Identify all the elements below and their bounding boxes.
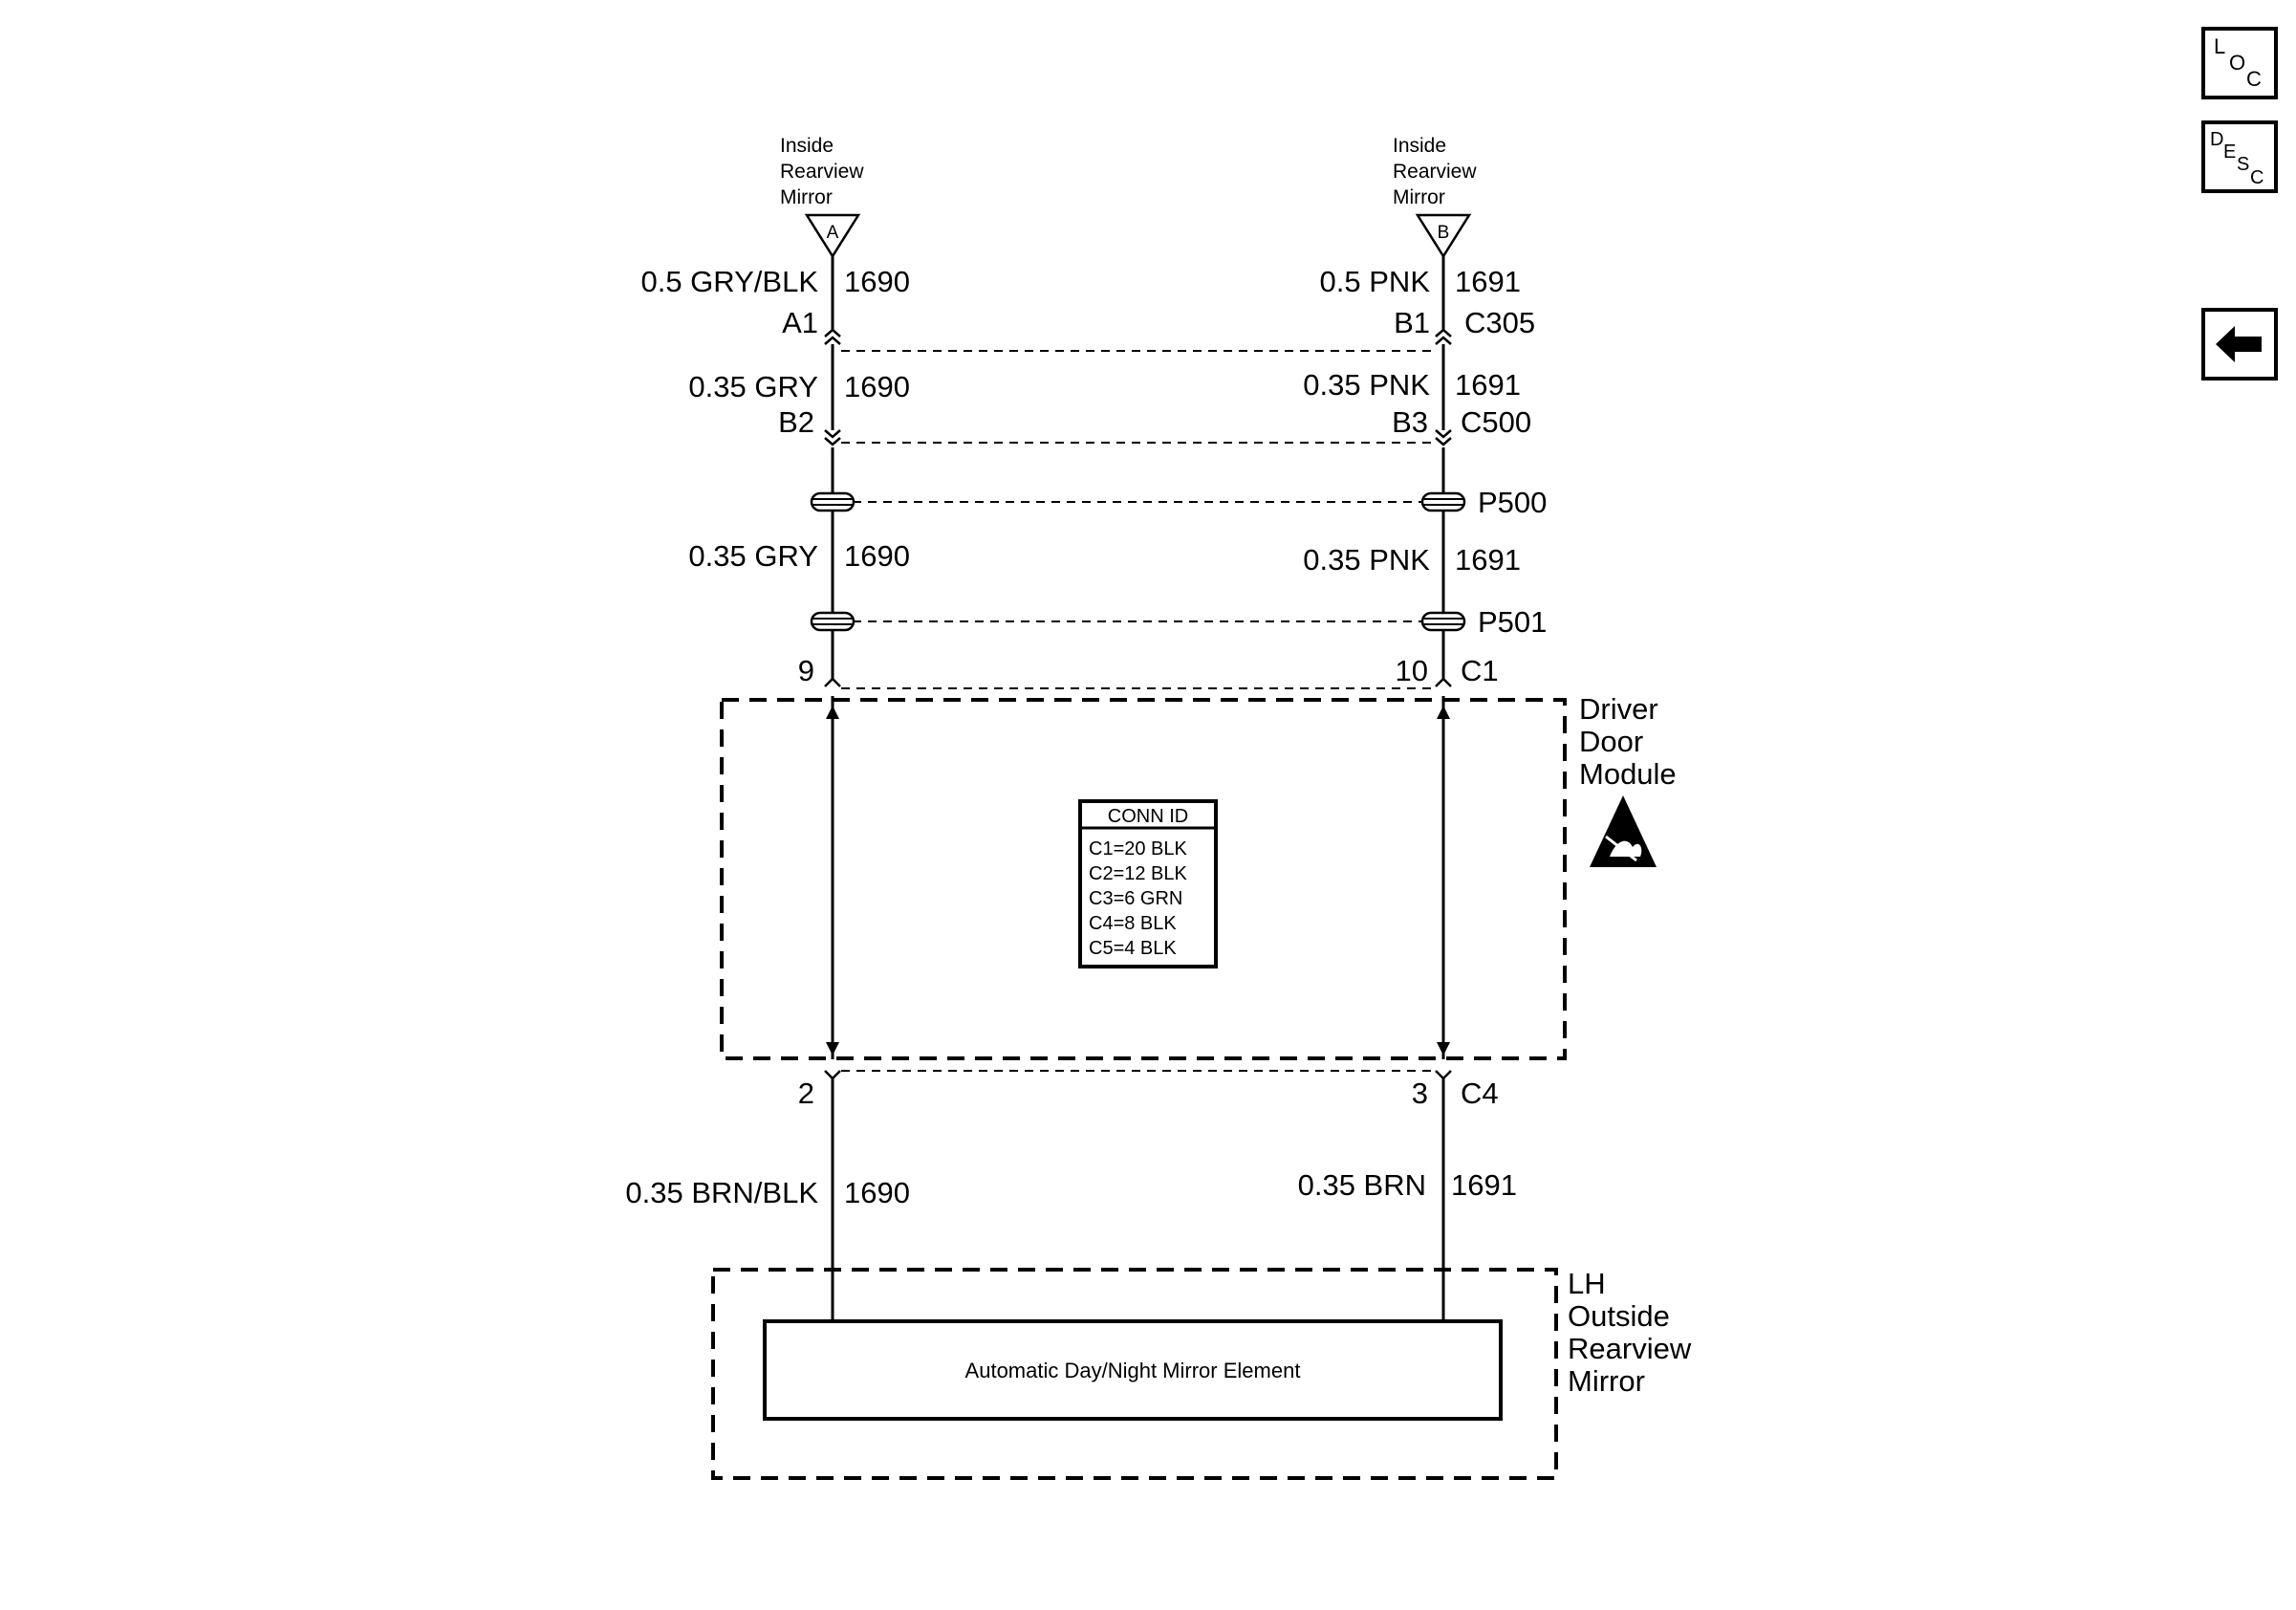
desc-letter-3: S xyxy=(2237,154,2249,175)
ddm-label-3: Module xyxy=(1579,757,1677,791)
conn-id-table: CONN ID C1=20 BLK C2=12 BLK C3=6 GRN C4=… xyxy=(1078,799,1218,968)
wire-right-seg3-color: 0.35 PNK xyxy=(1303,543,1430,577)
left-arrow-icon xyxy=(2216,326,2262,362)
conn-id-row-2: C2=12 BLK xyxy=(1089,863,1188,884)
conn-id-row-5: C5=4 BLK xyxy=(1089,938,1177,959)
wire-right-seg2-color: 0.35 PNK xyxy=(1303,368,1430,402)
wire-right-seg4-circuit: 1691 xyxy=(1451,1168,1517,1202)
conn-id-row-1: C1=20 BLK xyxy=(1089,838,1188,859)
wire-left-seg2-color: 0.35 GRY xyxy=(688,370,818,403)
p501-name: P501 xyxy=(1478,605,1547,639)
loc-letter-3: C xyxy=(2246,67,2262,91)
source-b-triangle xyxy=(1415,213,1472,259)
ddm-label-2: Door xyxy=(1579,725,1643,758)
source-a-letter: A xyxy=(827,223,839,243)
loc-letter-2: O xyxy=(2229,51,2245,75)
wire-right-seg3-circuit: 1691 xyxy=(1455,543,1521,577)
source-b-letter: B xyxy=(1438,223,1450,243)
desc-letter-4: C xyxy=(2250,167,2264,188)
source-b-label-2: Rearview xyxy=(1393,161,1477,183)
wire-left-seg1-color: 0.5 GRY/BLK xyxy=(640,265,818,298)
desc-letter-2: E xyxy=(2223,141,2236,163)
source-a-triangle xyxy=(804,213,861,259)
wire-left-seg3-color: 0.35 GRY xyxy=(688,539,818,573)
c4-left-pin: 2 xyxy=(798,1077,814,1110)
connector-c305: A1 B1 C305 xyxy=(782,306,1535,352)
wire-left-seg4-circuit: 1690 xyxy=(844,1176,910,1209)
conn-id-title: CONN ID xyxy=(1108,806,1188,827)
loc-letter-1: L xyxy=(2214,34,2225,58)
wire-left-seg2-circuit: 1690 xyxy=(844,370,910,403)
ddm-label-1: Driver xyxy=(1579,692,1658,726)
source-a-label-1: Inside xyxy=(780,135,834,157)
connector-c500: B2 B3 C500 xyxy=(778,405,1531,446)
wire-right-seg2-circuit: 1691 xyxy=(1455,368,1521,402)
c305-right-pin: B1 xyxy=(1394,306,1430,339)
p500-name: P500 xyxy=(1478,486,1547,519)
source-b-label-3: Mirror xyxy=(1393,186,1445,208)
c1-right-pin: 10 xyxy=(1396,654,1428,687)
desc-letter-1: D xyxy=(2210,129,2223,150)
source-b-label-1: Inside xyxy=(1393,135,1446,157)
source-a-label-2: Rearview xyxy=(780,161,864,183)
mirror-label-3: Rearview xyxy=(1568,1332,1692,1365)
loc-button[interactable]: L O C xyxy=(2201,27,2278,99)
source-a-label-3: Mirror xyxy=(780,186,833,208)
esd-warning-icon xyxy=(1590,795,1657,867)
wire-left-seg3-circuit: 1690 xyxy=(844,539,910,573)
wire-right-seg1-circuit: 1691 xyxy=(1455,265,1521,298)
c500-left-pin: B2 xyxy=(778,405,814,439)
c4-name: C4 xyxy=(1461,1077,1499,1110)
driver-door-module: Driver Door Module CONN ID C1=20 BLK C2=… xyxy=(720,692,1677,1060)
connector-c4: 2 3 C4 xyxy=(798,1070,1499,1110)
mirror-element-label: Automatic Day/Night Mirror Element xyxy=(965,1359,1301,1382)
c1-left-pin: 9 xyxy=(798,654,814,687)
wire-right-seg4-color: 0.35 BRN xyxy=(1298,1168,1426,1202)
mirror-label-4: Mirror xyxy=(1568,1364,1645,1398)
passthrough-p500: P500 xyxy=(810,486,1547,519)
desc-button[interactable]: D E S C xyxy=(2201,120,2278,193)
passthrough-p501: P501 xyxy=(810,605,1547,639)
c1-name: C1 xyxy=(1461,654,1499,687)
mirror-element: Automatic Day/Night Mirror Element xyxy=(763,1319,1503,1421)
wire-labels: 0.5 GRY/BLK 1690 0.5 PNK 1691 0.35 GRY 1… xyxy=(625,265,1521,1209)
wire-right-seg1-color: 0.5 PNK xyxy=(1320,265,1431,298)
mirror-label-1: LH xyxy=(1568,1267,1606,1300)
back-button[interactable] xyxy=(2201,308,2278,381)
wire-left-seg1-circuit: 1690 xyxy=(844,265,910,298)
c305-name: C305 xyxy=(1464,306,1535,339)
source-b: Inside Rearview Mirror B xyxy=(1393,135,1477,259)
connector-c1: 9 10 C1 xyxy=(798,654,1499,689)
mirror-label-2: Outside xyxy=(1568,1299,1670,1333)
conn-id-row-3: C3=6 GRN xyxy=(1089,888,1182,909)
conn-id-row-4: C4=8 BLK xyxy=(1089,913,1177,934)
wire-left-seg4-color: 0.35 BRN/BLK xyxy=(625,1176,818,1209)
c500-right-pin: B3 xyxy=(1392,405,1428,439)
lh-outside-mirror: LH Outside Rearview Mirror Automatic Day… xyxy=(711,1267,1692,1480)
c500-name: C500 xyxy=(1461,405,1531,439)
c4-right-pin: 3 xyxy=(1412,1077,1428,1110)
source-a: Inside Rearview Mirror A xyxy=(780,135,864,259)
c305-left-pin: A1 xyxy=(782,306,818,339)
